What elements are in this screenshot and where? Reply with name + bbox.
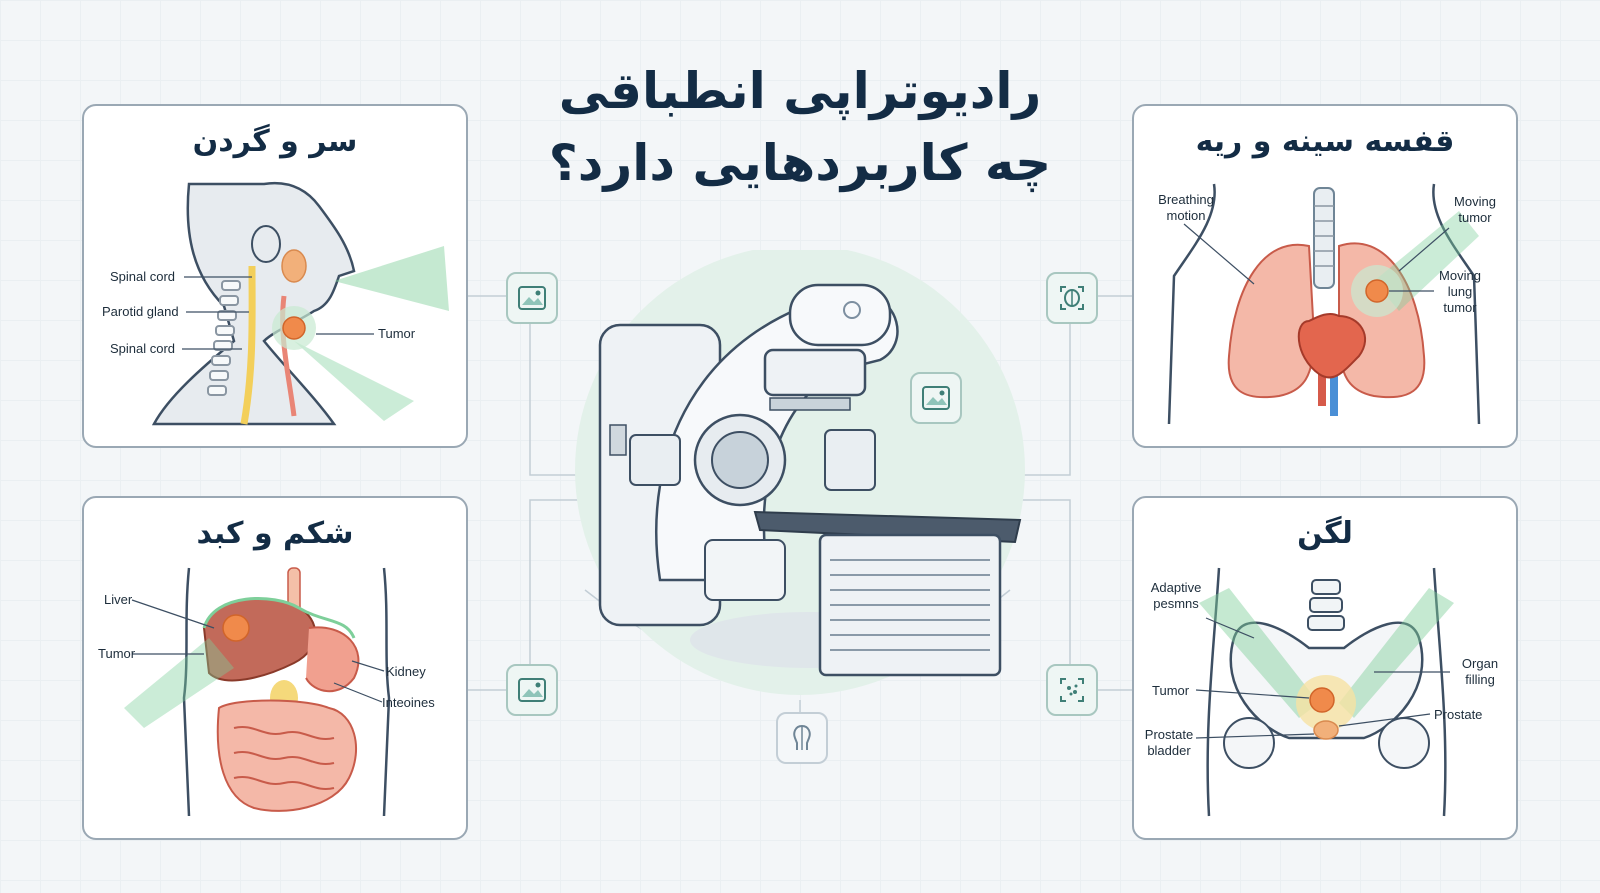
title-line-1: رادیوتراپی انطباقی <box>558 62 1042 120</box>
image-icon <box>506 664 558 716</box>
image-icon <box>910 372 962 424</box>
panel-title: لگن <box>1297 516 1353 551</box>
label-prostate-bladder: Prostate bladder <box>1144 727 1194 758</box>
brain-scan-icon <box>1046 272 1098 324</box>
head-profile-icon <box>776 712 828 764</box>
label-moving-tumor: Moving tumor <box>1454 194 1496 225</box>
label-organ-filling: Organ filling <box>1461 656 1499 687</box>
label-parotid-gland: Parotid gland <box>102 304 179 319</box>
label-adaptive: Adaptive pesmns <box>1150 580 1202 611</box>
panel-abdomen-liver: شکم و کبد Liver Tumor Kidney Inteoines <box>82 496 468 840</box>
label-kidney: Kidney <box>386 664 426 679</box>
panel-title: قفسه سینه و ریه <box>1195 124 1455 159</box>
panel-head-neck: سر و گردن Spinal cord Parotid gland Spin… <box>82 104 468 448</box>
label-breathing-motion: Breathing motion <box>1158 192 1214 223</box>
label-tumor: Tumor <box>98 646 136 661</box>
label-spinal-cord: Spinal cord <box>110 269 176 284</box>
panel-chest-lung: قفسه سینه و ریه Breathing motion Moving … <box>1132 104 1518 448</box>
pelvis-illustration <box>1195 567 1454 817</box>
label-spinal-cord: Spinal cord <box>110 341 176 356</box>
linac-machine-illustration <box>575 250 1025 695</box>
panel-title: شکم و کبد <box>196 516 354 551</box>
abdomen-liver-illustration <box>124 567 391 817</box>
panel-pelvis: لگن Adaptive pesmns Organ filling Tumor … <box>1132 496 1518 840</box>
label-tumor: Tumor <box>1152 683 1190 698</box>
title-line-2: چه کاربردهایی دارد؟ <box>548 134 1052 192</box>
page-title: رادیوتراپی انطباقی چه کاربردهایی دارد؟ <box>480 55 1120 199</box>
label-liver: Liver <box>104 592 133 607</box>
panel-title: سر و گردن <box>192 124 358 159</box>
head-neck-illustration <box>151 182 449 426</box>
label-prostate: Prostate <box>1434 707 1483 722</box>
chest-lung-illustration <box>1167 183 1481 425</box>
label-tumor: Tumor <box>378 326 416 341</box>
image-icon <box>506 272 558 324</box>
label-moving-lung-tumor: Moving lung tumor <box>1439 268 1481 315</box>
label-intestines: Inteoines <box>382 695 435 710</box>
scan-icon <box>1046 664 1098 716</box>
